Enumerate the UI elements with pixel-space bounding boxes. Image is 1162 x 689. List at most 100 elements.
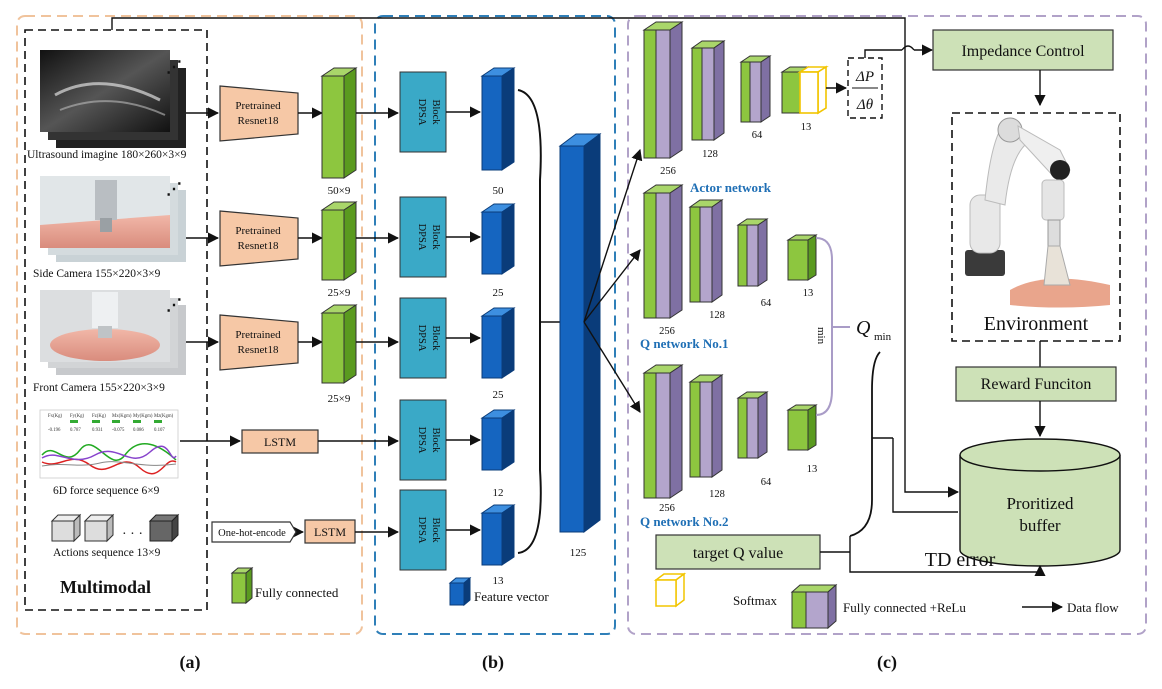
- resnet-encoder-3: [219, 314, 299, 371]
- feature-dim-4: 12: [493, 487, 504, 499]
- force-header-5: Mz(Kgm): [154, 414, 174, 419]
- concat-dim: 125: [570, 547, 587, 559]
- actor-dim-13: 13: [801, 122, 812, 133]
- legend-softmax-icon: [653, 572, 687, 608]
- legend-fc-label: Fully connected: [255, 585, 339, 600]
- delta-p: ΔP: [855, 69, 874, 85]
- panel-a-label: (a): [180, 652, 201, 673]
- fc-front-dim: 25×9: [328, 393, 351, 405]
- softmax-block: [797, 65, 829, 115]
- svg-text:Block: Block: [430, 224, 441, 250]
- feature-dim-1: 50: [493, 185, 505, 197]
- target-q-box: [655, 534, 821, 570]
- actor-network: [642, 21, 829, 159]
- svg-text:Block: Block: [430, 427, 441, 453]
- fc-ultrasound: [320, 67, 358, 179]
- action-cubes: · · ·: [50, 513, 180, 543]
- encoders: Pretrained Resnet18 Pretrained Resnet18 …: [211, 85, 356, 544]
- svg-text:Resnet18: Resnet18: [238, 344, 279, 356]
- svg-text:Block: Block: [430, 325, 441, 351]
- q2-dim-256: 256: [659, 503, 675, 514]
- fc-blocks-a: 50×9 25×9 25×9 Fully connected: [230, 67, 358, 605]
- svg-text:DPSA: DPSA: [416, 99, 427, 126]
- dpsa-block-4: [399, 399, 447, 481]
- force-value-3: -0.075: [112, 428, 125, 433]
- actor-dim-128: 128: [702, 149, 718, 160]
- td-error-label: TD error: [925, 549, 996, 571]
- actions-caption: Actions sequence 13×9: [53, 547, 161, 559]
- fc-ultrasound-dim: 50×9: [328, 185, 351, 197]
- force-header-0: Fx(Kg): [48, 414, 63, 419]
- force-value-1: 0.787: [70, 428, 81, 433]
- force-header-2: Fz(Kg): [92, 414, 106, 419]
- front-camera-images: ⋰: [40, 290, 186, 375]
- lstm-force-label: LSTM: [264, 435, 296, 449]
- actor-dim-64: 64: [752, 130, 763, 141]
- force-header-1: Fy(Kg): [70, 414, 85, 419]
- svg-text:Resnet18: Resnet18: [238, 240, 279, 252]
- actor-dim-256: 256: [660, 166, 676, 177]
- svg-text:DPSA: DPSA: [416, 224, 427, 251]
- q-min-symbol: Q: [856, 317, 871, 339]
- panel-c-label: (c): [877, 652, 897, 673]
- force-value-5: 0.107: [154, 428, 165, 433]
- resnet-encoder-1: [219, 85, 299, 142]
- side-camera-caption: Side Camera 155×220×3×9: [33, 268, 161, 280]
- q1-dim-128: 128: [709, 310, 725, 321]
- min-label: min: [815, 327, 827, 345]
- feature-vectors: 50 25 25 12 13 Feature vector: [448, 67, 549, 607]
- legend-feature-label: Feature vector: [474, 589, 549, 604]
- q2-dim-128: 128: [709, 489, 725, 500]
- force-plot: Fx(Kg) Fy(Kg) Fz(Kg) Mx(Kgm) My(Kgm) Mz(…: [39, 409, 179, 479]
- concat-bracket: [517, 89, 542, 554]
- q1-dim-64: 64: [761, 298, 772, 309]
- reward-function-label: Reward Funciton: [981, 376, 1092, 393]
- svg-text:Block: Block: [430, 99, 441, 125]
- multimodal-box: [24, 29, 208, 611]
- legend-fc-relu-label: Fully connected +ReLu: [843, 600, 966, 615]
- svg-text:DPSA: DPSA: [416, 325, 427, 352]
- svg-text:Block: Block: [430, 517, 441, 543]
- panel-b-border: [374, 15, 616, 635]
- svg-text:DPSA: DPSA: [416, 517, 427, 544]
- force-value-2: 0.931: [92, 428, 103, 433]
- force-header-4: My(Kgm): [133, 414, 153, 419]
- robot-arm-image: [965, 117, 1110, 308]
- svg-text:⋰: ⋰: [166, 59, 182, 76]
- dpsa-block-1: [399, 71, 447, 153]
- q2-dim-13: 13: [807, 464, 818, 475]
- q2-dim-64: 64: [761, 477, 772, 488]
- one-hot-encode-label: One-hot-encode: [218, 528, 286, 539]
- actor-network-title: Actor network: [690, 180, 772, 195]
- legend-fc-relu-icon: [790, 583, 838, 630]
- feature-dim-3: 25: [493, 389, 505, 401]
- lstm-actions-label: LSTM: [314, 525, 346, 539]
- q1-dim-256: 256: [659, 326, 675, 337]
- q-min-subscript: min: [874, 331, 892, 343]
- buffer-label-line2: buffer: [1019, 516, 1061, 535]
- one-hot-encode-box: [211, 521, 297, 543]
- force-caption: 6D force sequence 6×9: [53, 485, 160, 497]
- dpsa-block-2: [399, 196, 447, 278]
- delta-theta: Δθ: [856, 97, 874, 113]
- environment-label: Environment: [984, 313, 1089, 335]
- buffer-label-line1: Proritized: [1006, 494, 1074, 513]
- q-network-2: [642, 364, 818, 499]
- feature-dim-5: 13: [493, 575, 505, 587]
- legend-feature-icon: [448, 576, 472, 607]
- force-value-0: -0.196: [48, 428, 61, 433]
- svg-text:Pretrained: Pretrained: [235, 100, 281, 112]
- min-bracket: [815, 237, 833, 416]
- fc-side-dim: 25×9: [328, 287, 351, 299]
- ultrasound-images: ⋰: [40, 50, 186, 148]
- concat-vector: [558, 133, 602, 533]
- svg-text:DPSA: DPSA: [416, 427, 427, 454]
- ultrasound-caption: Ultrasound imagine 180×260×3×9: [27, 149, 187, 161]
- front-camera-caption: Front Camera 155×220×3×9: [33, 382, 165, 394]
- q1-dim-13: 13: [803, 288, 814, 299]
- dpsa-block-5: [399, 489, 447, 571]
- force-header-3: Mx(Kgm): [112, 414, 132, 419]
- legend-data-flow-label: Data flow: [1067, 600, 1119, 615]
- reward-function-box: [955, 366, 1117, 402]
